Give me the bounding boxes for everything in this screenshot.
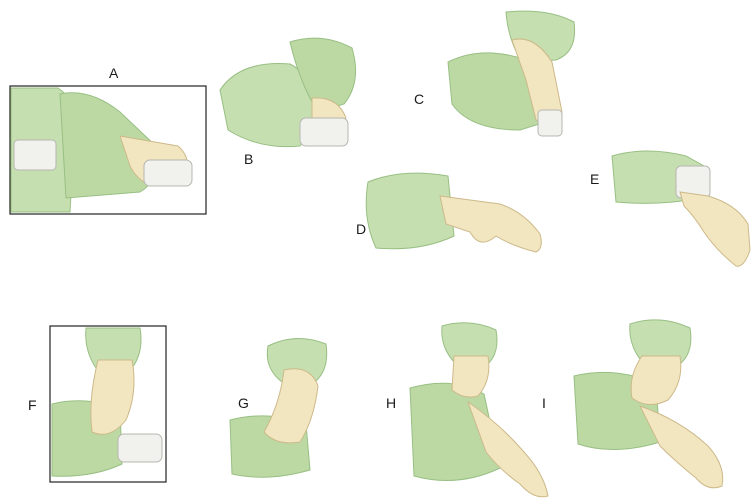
- panel-i-gloving-hand: [631, 356, 681, 405]
- panel-label-i: I: [542, 396, 546, 410]
- panel-label-c: C: [414, 92, 424, 106]
- panel-a-illustration: [10, 86, 206, 214]
- panel-label-f: F: [28, 398, 37, 412]
- panel-f-glove-hand: [91, 360, 134, 434]
- panel-b-cuff: [300, 118, 348, 146]
- panel-g-glove: [264, 369, 318, 443]
- panel-d-sleeve: [366, 173, 454, 249]
- panel-a-cuff-left: [14, 140, 56, 170]
- panel-label-b: B: [244, 152, 253, 166]
- panel-label-a: A: [109, 66, 118, 80]
- panel-f-cuff: [118, 434, 162, 462]
- panel-d-illustration: [366, 173, 541, 252]
- panel-i-gloved-hand: [640, 406, 723, 488]
- panel-b-illustration: [220, 38, 356, 147]
- panel-c-illustration: [448, 11, 575, 136]
- panel-i-illustration: [574, 320, 723, 488]
- panel-c-cuff: [538, 110, 562, 136]
- panel-d-glove-hand: [440, 196, 541, 252]
- panel-label-d: D: [356, 222, 366, 236]
- panel-label-h: H: [386, 396, 396, 410]
- panel-h-illustration: [410, 323, 548, 497]
- panel-h-gloving-hand: [452, 356, 489, 397]
- panel-e-glove-hand: [680, 192, 750, 266]
- panel-e-illustration: [612, 151, 750, 266]
- panel-a-cuff-right: [144, 160, 192, 186]
- panel-f-illustration: [50, 326, 166, 482]
- panel-label-e: E: [590, 172, 599, 186]
- panel-label-g: G: [238, 396, 249, 410]
